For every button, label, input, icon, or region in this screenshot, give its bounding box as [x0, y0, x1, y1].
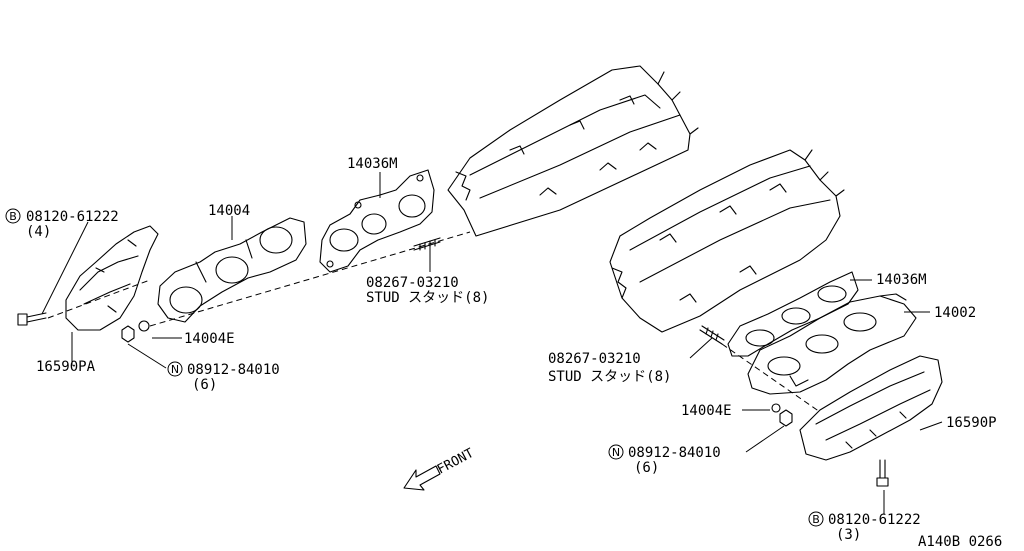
- label-manifold-left: 14004: [208, 203, 250, 219]
- nut-symbol-left: [167, 361, 183, 377]
- cylinder-head-right: [609, 149, 845, 333]
- label-cover-right: 16590P: [946, 415, 997, 431]
- bolt-symbol-right-letter: B: [812, 513, 820, 526]
- bolt-symbol-left-letter: B: [9, 210, 17, 223]
- label-stud-left-code: 08267-03210: [366, 275, 459, 291]
- leader-lines: [41, 172, 943, 514]
- exhaust-manifold-left: [157, 217, 307, 323]
- stud-left: [413, 237, 441, 251]
- nut-symbol-right: [608, 444, 624, 460]
- heat-cover-right: [799, 355, 943, 461]
- label-bolt-right-code: 08120-61222: [828, 512, 921, 528]
- label-nut-left-qty: (6): [192, 377, 217, 393]
- washer-right: [771, 403, 781, 413]
- gasket-right: [727, 271, 859, 357]
- exhaust-manifold-right: [747, 293, 917, 395]
- label-bolt-right-qty: (3): [836, 527, 861, 543]
- label-nut-right-qty: (6): [634, 460, 659, 476]
- label-cover-left: 16590PA: [36, 359, 96, 375]
- label-manifold-right: 14002: [934, 305, 976, 321]
- label-stud-right-text: STUD スタッド(8): [548, 369, 671, 385]
- label-washer-right: 14004E: [681, 403, 732, 419]
- washer-left: [138, 320, 150, 332]
- heat-cover-left: [65, 225, 159, 331]
- diagram-reference-code: A140B 0266: [918, 534, 1002, 550]
- nut-left: [121, 325, 135, 343]
- bolt-symbol-right: [808, 511, 824, 527]
- label-bolt-left-qty: (4): [26, 224, 51, 240]
- bolt-right: [876, 459, 889, 487]
- nut-symbol-left-letter: N: [171, 363, 179, 376]
- label-gasket-right: 14036M: [876, 272, 927, 288]
- cylinder-head-left: [447, 65, 699, 237]
- gasket-left: [319, 169, 435, 273]
- label-bolt-left-code: 08120-61222: [26, 209, 119, 225]
- front-arrow: [403, 465, 441, 491]
- label-washer-left: 14004E: [184, 331, 235, 347]
- label-nut-left-code: 08912-84010: [187, 362, 280, 378]
- nut-symbol-right-letter: N: [612, 446, 620, 459]
- label-stud-left-text: STUD スタッド(8): [366, 290, 489, 306]
- label-gasket-left: 14036M: [347, 156, 398, 172]
- front-label: FRONT: [435, 446, 477, 478]
- stud-right: [699, 325, 725, 345]
- label-nut-right-code: 08912-84010: [628, 445, 721, 461]
- bolt-symbol-left: [5, 208, 21, 224]
- label-stud-right-code: 08267-03210: [548, 351, 641, 367]
- nut-right: [779, 409, 793, 427]
- bolt-left: [17, 312, 47, 326]
